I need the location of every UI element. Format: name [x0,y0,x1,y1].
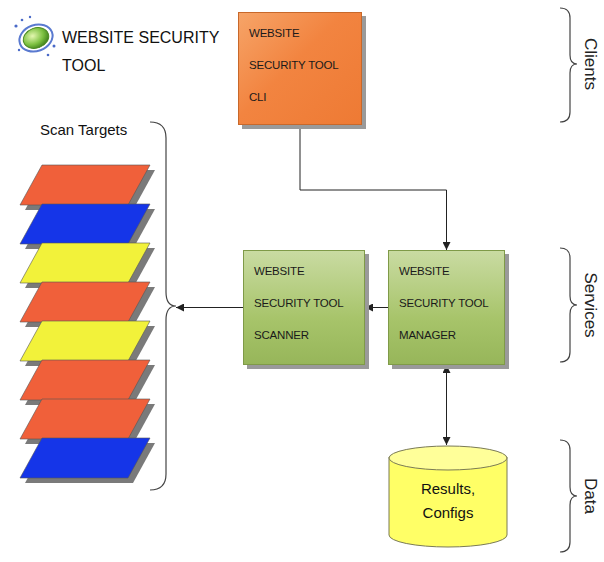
target-sheet [20,360,150,400]
node-text: Results, Configs [408,477,488,525]
target-sheet [20,321,150,361]
tier-brace [560,8,577,122]
logo-title: WEBSITE SECURITY TOOL [62,24,234,80]
service-box: WEBSITE SECURITY TOOL MANAGER [388,250,505,365]
tier-brace [560,248,577,362]
node-text: WEBSITE SECURITY TOOL SCANNER [254,255,356,351]
data-store: Results, Configs [388,445,508,548]
node-text: WEBSITE SECURITY TOOL CLI [249,17,353,113]
logo-ring [16,20,57,56]
logo-dot [47,54,50,57]
target-group: Scan Targets [10,118,176,490]
node-text: Scan Targets [10,118,176,140]
cylinder-top [389,446,507,470]
tier-label: Clients [580,38,600,90]
logo-dot [21,19,24,22]
service-box: WEBSITE SECURITY TOOL SCANNER [243,250,365,365]
logo-dot [14,24,17,27]
logo-dot [29,16,31,18]
target-sheet [20,204,150,244]
tier-label: Data [580,478,600,514]
target-sheet [20,243,150,283]
client-box: WEBSITE SECURITY TOOL CLI [238,12,362,125]
target-sheet [20,282,150,322]
connector-arrow [300,125,447,250]
tier-brace [560,440,577,552]
logo-icon [14,16,56,57]
tier-label: Services [580,272,600,337]
logo-dot [53,45,56,48]
logo-orb [20,24,51,52]
target-sheet [20,438,150,478]
scan-target-stack [20,165,155,483]
connector-arrow [365,307,388,308]
node-text: WEBSITE SECURITY TOOL MANAGER [399,255,496,351]
logo-dot [18,49,20,51]
target-sheet [20,399,150,439]
connector-arrow [176,307,243,308]
connector-arrow [446,365,447,445]
target-sheet [20,165,150,205]
group-bracket [150,122,176,490]
